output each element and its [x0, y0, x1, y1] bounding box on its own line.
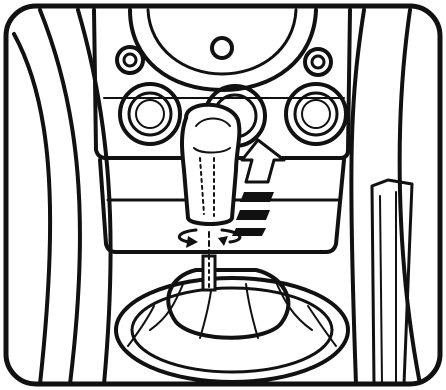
gear-knob: [182, 105, 239, 224]
